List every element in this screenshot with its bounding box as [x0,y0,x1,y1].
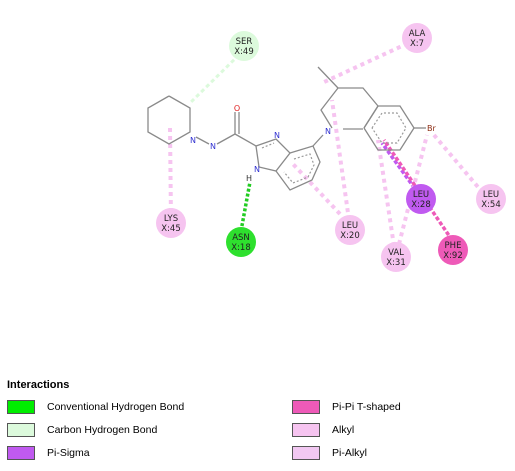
atom-nitrogen-quinoline: N [325,127,331,136]
residue-leu20: LEU X:20 [335,215,365,245]
residue-name: LEU [342,221,358,231]
residue-phe92: PHE X:92 [438,235,468,265]
residue-position: X:7 [410,39,424,49]
residue-leu28: LEU X:28 [406,184,436,214]
legend-label: Pi-Sigma [47,447,90,459]
legend-item-pi-sigma: Pi-Sigma [7,444,90,462]
legend-title: Interactions [7,379,70,391]
interaction-line-leu28 [380,141,420,195]
atom-nitrogen-imidazole-bottom: N [254,165,260,174]
legend-swatch [292,446,320,460]
legend-item-pi-alkyl: Pi-Alkyl [292,444,367,462]
residue-disc [229,31,259,61]
residue-position: X:49 [234,47,254,57]
interaction-line-lys45 [168,127,173,221]
legend-label: Carbon Hydrogen Bond [47,424,158,436]
residue-asn18: ASN X:18 [226,227,256,257]
interaction-lines [168,38,485,247]
residue-leu54: LEU X:54 [476,184,506,214]
atom-nitrogen-piperidine: N [190,136,196,145]
interaction-line-ala7 [321,38,416,85]
legend-item-carbon-hydrogen-bond: Carbon Hydrogen Bond [7,421,157,439]
interaction-line-leu20-a [330,99,351,221]
interaction-line-ser49 [188,48,246,105]
legend-swatch [7,423,35,437]
residue-lys45: LYS X:45 [156,208,186,238]
atom-bromine: Br [427,124,436,133]
interaction-line-asn18 [239,181,252,232]
residue-position: X:18 [231,243,251,253]
residue-position: X:20 [340,231,360,241]
residue-ser49: SER X:49 [229,31,259,61]
residue-name: SER [236,37,253,47]
interactions-legend: Interactions Conventional Hydrogen Bond … [0,372,515,471]
legend-item-conventional-hydrogen-bond: Conventional Hydrogen Bond [7,398,184,416]
legend-label: Pi-Alkyl [332,447,368,459]
residue-name: PHE [445,241,462,251]
legend-swatch [292,400,320,414]
residue-name: LYS [164,214,178,224]
legend-swatch [292,423,320,437]
atom-oxygen: O [234,104,240,113]
atom-hydrogen-imidazole: H [246,174,252,183]
interaction-line-leu20-b [290,161,342,216]
residue-ala7: ALA X:7 [402,23,432,53]
legend-swatch [7,446,35,460]
legend-item-alkyl: Alkyl [292,421,354,439]
interaction-line-leu54 [432,133,485,195]
residue-disc [156,208,186,238]
residue-position: X:54 [481,200,501,210]
residue-disc [381,242,411,272]
residue-disc [226,227,256,257]
residue-position: X:31 [386,258,406,268]
legend-label: Conventional Hydrogen Bond [47,401,185,413]
legend-item-pi-pi-t-shaped: Pi-Pi T-shaped [292,398,401,416]
residue-name: VAL [388,248,404,258]
residue-val31: VAL X:31 [381,242,411,272]
legend-label: Alkyl [332,424,355,436]
ligand-structure [147,66,426,191]
residue-disc [335,215,365,245]
interaction-line-val31-a [376,139,396,247]
residue-name: LEU [483,190,499,200]
residue-name: ASN [232,233,250,243]
interaction-diagram: O N N N N H N Br SER X:49 ALA X:7 LYS X:… [147,23,506,272]
legend-label: Pi-Pi T-shaped [332,401,401,413]
legend-swatch [7,400,35,414]
residue-name: LEU [413,190,429,200]
residue-position: X:28 [411,200,431,210]
atom-nitrogen-hydrazide: N [210,142,216,151]
residue-disc [438,235,468,265]
atom-nitrogen-imidazole-top: N [274,131,280,140]
atom-labels: O N N N N H N Br [190,104,436,183]
residue-position: X:45 [161,224,181,234]
residue-disc [406,184,436,214]
residue-name: ALA [409,29,426,39]
residue-disc [476,184,506,214]
residue-disc [402,23,432,53]
residue-position: X:92 [443,251,463,261]
